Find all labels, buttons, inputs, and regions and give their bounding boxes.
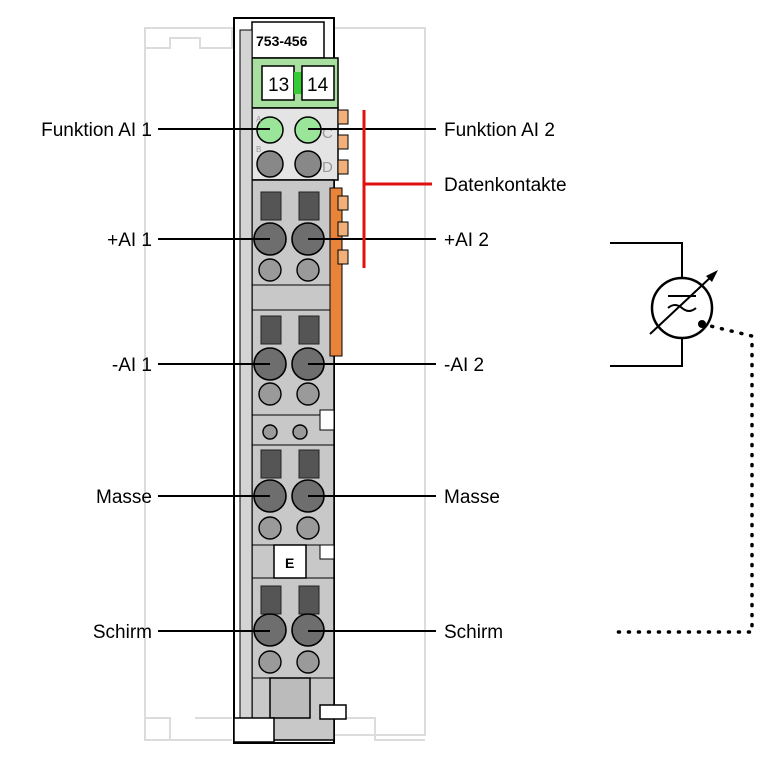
data-contact-2 bbox=[337, 134, 349, 150]
led-d bbox=[294, 150, 322, 178]
label-funktion-ai1: Funktion AI 1 bbox=[41, 120, 152, 141]
data-contacts-bracket bbox=[362, 110, 432, 268]
data-contact-3 bbox=[337, 159, 349, 175]
terminal-group-plus bbox=[253, 191, 325, 282]
terminal-label-14: 14 bbox=[307, 75, 329, 96]
label-minus-ai1: -AI 1 bbox=[112, 355, 152, 376]
label-datenkontakte: Datenkontakte bbox=[444, 175, 567, 196]
led-letter-a: A bbox=[256, 115, 262, 124]
label-masse-left: Masse bbox=[96, 487, 152, 508]
label-masse-right: Masse bbox=[444, 487, 500, 508]
neighbor-outline bbox=[144, 27, 426, 741]
led-letter-c: C bbox=[322, 125, 333, 142]
label-funktion-ai2: Funktion AI 2 bbox=[444, 120, 555, 141]
label-plus-ai2: +AI 2 bbox=[444, 230, 489, 251]
label-minus-ai2: -AI 2 bbox=[444, 355, 484, 376]
data-contact-5 bbox=[337, 221, 349, 237]
led-letter-b: B bbox=[256, 145, 261, 154]
data-contact-1 bbox=[337, 109, 349, 125]
terminal-label-13: 13 bbox=[268, 75, 289, 96]
data-contact-strip bbox=[329, 187, 343, 357]
led-b bbox=[256, 150, 284, 178]
label-plus-ai1: +AI 1 bbox=[107, 230, 152, 251]
part-number: 753-456 bbox=[256, 33, 308, 49]
shield-dotted-line bbox=[610, 322, 754, 634]
marker-letter-e: E bbox=[285, 555, 294, 571]
sensor-symbol-icon bbox=[610, 242, 718, 367]
leader-lines bbox=[158, 128, 436, 632]
data-contact-4 bbox=[337, 195, 349, 211]
terminal-group-masse bbox=[253, 449, 325, 540]
label-schirm-right: Schirm bbox=[444, 622, 503, 643]
data-contact-6 bbox=[337, 249, 349, 265]
led-letter-d: D bbox=[322, 159, 333, 176]
label-schirm-left: Schirm bbox=[93, 622, 152, 643]
